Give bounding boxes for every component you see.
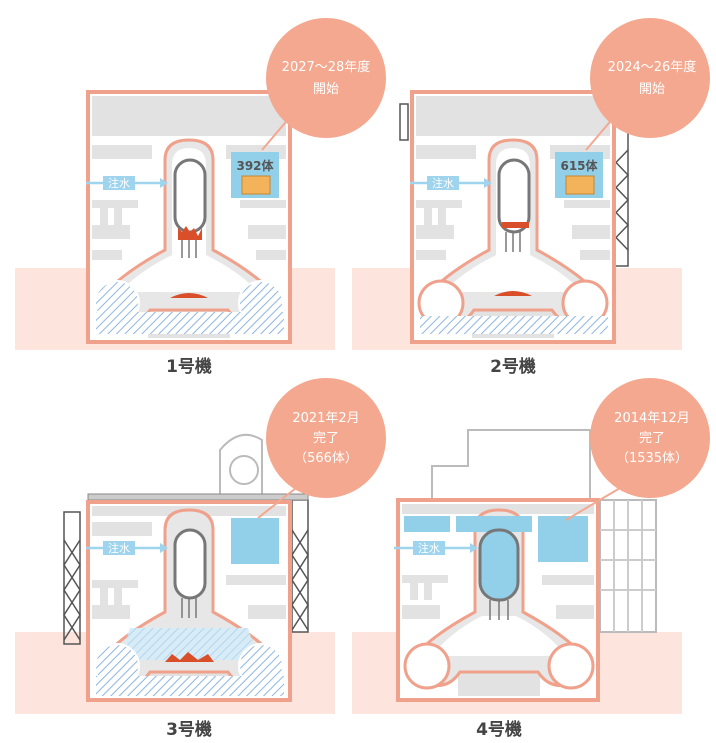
control-rods (181, 598, 197, 618)
unit-label: 2号機 (490, 356, 536, 377)
fuel-assemblies (241, 175, 271, 195)
pressure-vessel (478, 528, 520, 602)
control-rods (181, 240, 197, 258)
fuel-handling-cover (431, 429, 657, 633)
status-line-1: 2024〜26年度 (608, 59, 697, 75)
status-line-3: （566体） (294, 451, 358, 466)
pool-count: 615体 (560, 158, 598, 173)
water-injection-label: 注水 (108, 176, 130, 190)
flooded-pools (404, 516, 588, 562)
unit-2: 615体 注水 2024〜26年度 開始 2号機 (352, 18, 710, 377)
status-bubble (590, 378, 710, 498)
fuel-assemblies (565, 175, 595, 195)
control-rods (505, 232, 521, 252)
containment-water (120, 628, 258, 660)
suppression-chamber (417, 279, 609, 334)
debris-floor (170, 293, 208, 298)
status-line-1: 2021年2月 (292, 411, 359, 426)
debris-in-vessel (502, 222, 529, 228)
unit-label: 3号機 (166, 719, 212, 740)
pressure-vessel (173, 528, 207, 600)
status-line-2: 開始 (639, 82, 665, 97)
callout-pointer (565, 487, 621, 521)
status-bubble (266, 18, 386, 138)
roof-girder (87, 493, 309, 501)
unit-3: 注水 2021年2月 完了 （566体） 3号機 (15, 378, 386, 740)
water-injection-arrow: 注水 (86, 176, 168, 190)
status-line-2: 完了 (639, 431, 665, 446)
water-injection-arrow: 注水 (410, 176, 492, 190)
debris-floor (165, 652, 214, 662)
suppression-chamber (94, 280, 284, 334)
spent-fuel-pool (231, 518, 279, 564)
unit-1: 392体 注水 2027〜28年度 開始 1号機 (15, 18, 386, 377)
status-line-1: 2027〜28年度 (282, 59, 371, 75)
water-injection-label: 注水 (432, 176, 454, 190)
callout-pointer (257, 487, 297, 519)
unit-4: 注水 2014年12月 完了 （1535体） 4号機 (352, 378, 710, 740)
pressure-vessel (173, 158, 207, 234)
status-bubble (266, 378, 386, 498)
pool-count: 392体 (236, 158, 274, 173)
fuel-handling-cover (219, 433, 263, 496)
control-rods (489, 600, 509, 620)
water-injection-label: 注水 (108, 541, 130, 555)
suppression-chamber (94, 643, 284, 696)
unit-label: 4号機 (476, 719, 522, 740)
unit-label: 1号機 (166, 356, 212, 377)
suppression-chamber (403, 642, 595, 690)
containment-inner (432, 616, 566, 656)
water-injection-arrow: 注水 (86, 541, 168, 555)
water-injection-arrow: 注水 (394, 541, 478, 555)
pressure-vessel (497, 158, 531, 234)
status-line-2: 完了 (313, 431, 339, 446)
status-bubble (590, 18, 710, 138)
status-line-2: 開始 (313, 82, 339, 97)
debris-in-vessel (178, 226, 202, 240)
status-line-1: 2014年12月 (614, 411, 690, 426)
debris-floor (494, 291, 532, 296)
water-injection-label: 注水 (418, 541, 440, 555)
status-line-3: （1535体） (616, 451, 688, 466)
